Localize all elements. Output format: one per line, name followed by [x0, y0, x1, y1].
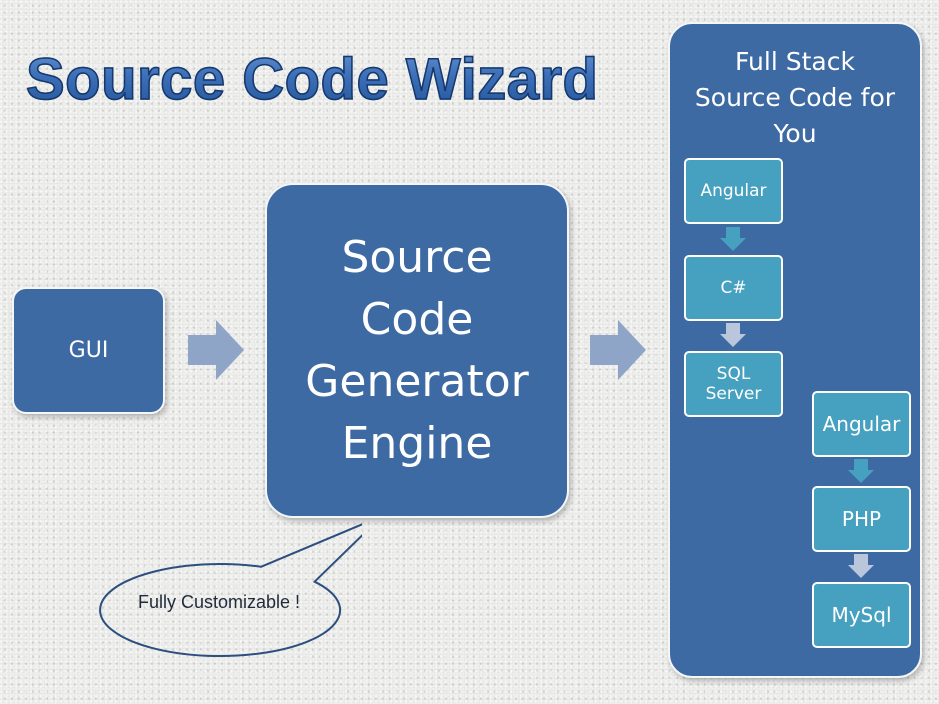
stack1-arrow-1: [720, 227, 746, 251]
gui-box: GUI: [12, 287, 165, 414]
stack2-step-mysql: MySql: [812, 582, 911, 648]
stack2-arrow-1: [848, 459, 874, 483]
full-stack-panel: Full Stack Source Code for You: [668, 22, 922, 678]
arrow-gui-to-engine: [188, 320, 244, 380]
stack2-arrow-2: [848, 554, 874, 578]
generator-engine-box: Source Code Generator Engine: [265, 183, 569, 518]
stack2-step-angular: Angular: [812, 391, 911, 457]
callout-bubble: [99, 523, 362, 658]
panel-title: Full Stack Source Code for You: [694, 47, 896, 148]
page-title: Source Code Wizard: [25, 40, 598, 120]
stack1-arrow-2: [720, 323, 746, 347]
callout-text: Fully Customizable !: [137, 592, 301, 612]
arrow-engine-to-panel: [590, 320, 646, 380]
stack1-step-csharp: C#: [684, 255, 783, 321]
stack1-step-angular: Angular: [684, 158, 783, 224]
stack2-step-php: PHP: [812, 486, 911, 552]
stack1-step-sql-server: SQL Server: [684, 351, 783, 417]
callout-outline: [99, 523, 362, 658]
